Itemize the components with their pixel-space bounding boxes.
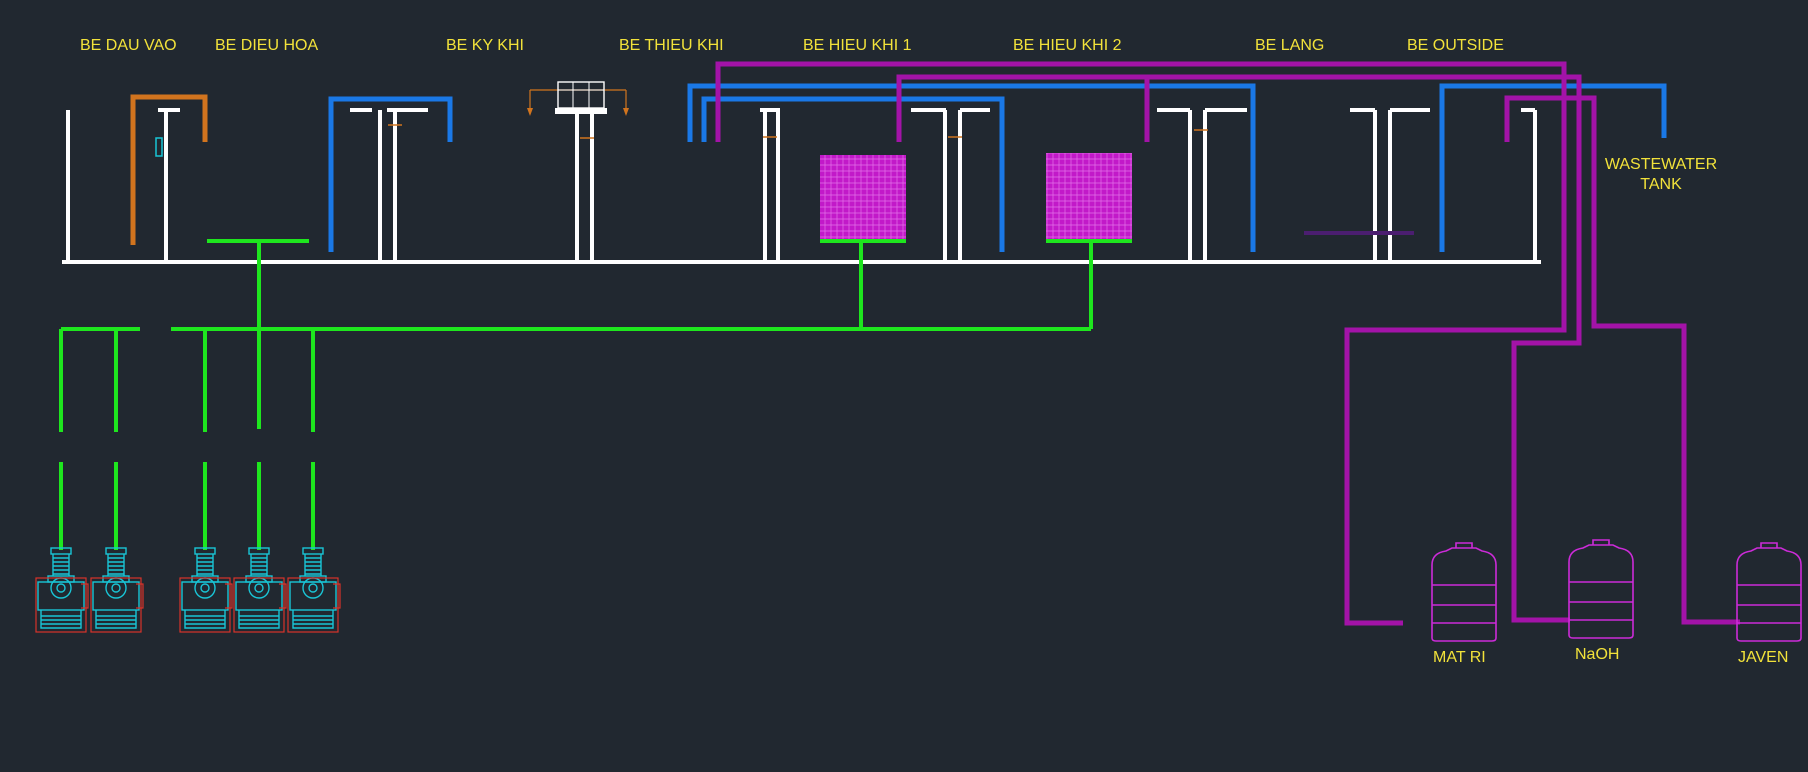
label-matri: MAT RI — [1433, 649, 1486, 666]
label-be-dieu-hoa: BE DIEU HOA — [215, 37, 318, 54]
chemical-tank-matri — [1431, 542, 1497, 642]
blower-icon — [233, 547, 287, 633]
chemical-lines — [715, 61, 1740, 626]
screen-device — [527, 81, 629, 116]
label-naoh: NaOH — [1575, 646, 1619, 663]
label-wastewater-tank: TANK — [1640, 176, 1682, 193]
tank-walls — [62, 108, 1541, 264]
label-javen: JAVEN — [1738, 649, 1788, 666]
chemical-tank-javen — [1736, 542, 1802, 642]
label-be-outside: BE OUTSIDE — [1407, 37, 1504, 54]
blower-icon — [90, 547, 144, 633]
chemical-tank-naoh — [1568, 539, 1634, 639]
label-be-thieu-khi: BE THIEU KHI — [619, 37, 724, 54]
air-lines — [59, 239, 1132, 550]
flow-meter-icon — [155, 137, 163, 157]
label-wastewater: WASTEWATER — [1605, 156, 1717, 173]
water-lines — [328, 83, 1667, 252]
blower-icon — [287, 547, 341, 633]
blowers — [35, 547, 341, 633]
label-be-hieu-khi-1: BE HIEU KHI 1 — [803, 37, 912, 54]
label-be-hieu-khi-2: BE HIEU KHI 2 — [1013, 37, 1122, 54]
inlet-pipe — [130, 94, 208, 245]
label-be-ky-khi: BE KY KHI — [446, 37, 524, 54]
blower-icon — [179, 547, 233, 633]
bio-media-2 — [1046, 153, 1132, 241]
blower-icon — [35, 547, 89, 633]
transfer-pipes — [388, 124, 1208, 139]
label-be-dau-vao: BE DAU VAO — [80, 37, 177, 54]
bio-media-1 — [820, 155, 906, 241]
label-be-lang: BE LANG — [1255, 37, 1324, 54]
